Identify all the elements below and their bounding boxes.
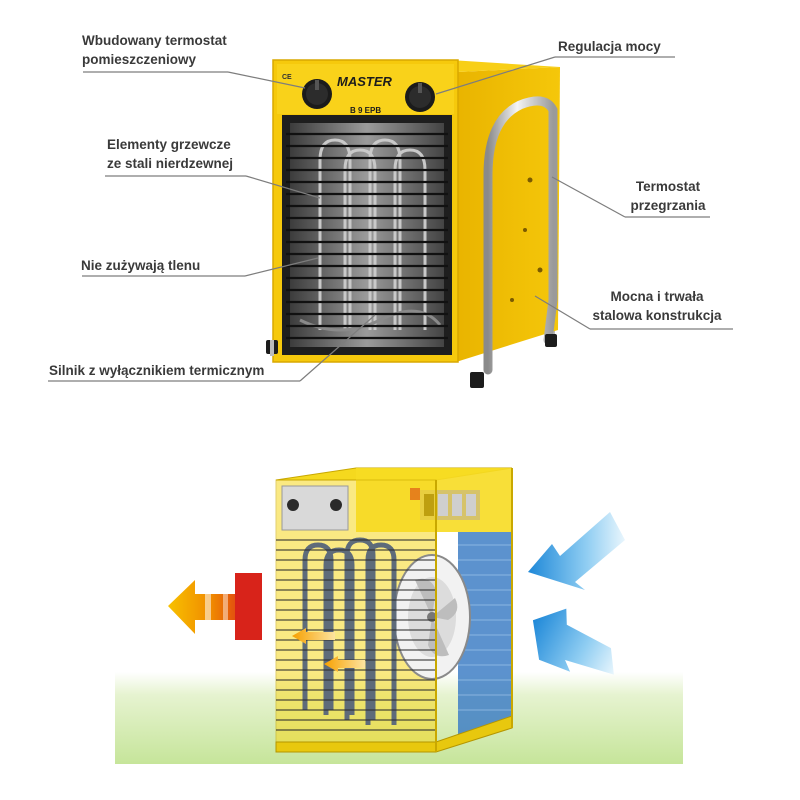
cold-air-arrow-icon [528, 512, 625, 590]
heater-product-illustration [48, 56, 733, 388]
label-power-regulation: Regulacja mocy [558, 39, 661, 54]
thermostat-knob-icon [302, 79, 332, 109]
hot-air-arrow-icon [168, 573, 262, 640]
inner-hot-arrow-icon [292, 628, 335, 644]
ce-mark: CE [282, 74, 292, 81]
air-intake-filter [458, 532, 512, 740]
callout-lines [48, 56, 733, 382]
power-knob-icon [405, 82, 435, 112]
cold-air-arrow-icon [532, 608, 614, 675]
inner-hot-arrow-icon [324, 656, 365, 672]
label-overheat-thermostat: Termostat przegrzania [630, 179, 706, 213]
model-label: B 9 EPB [350, 106, 382, 115]
label-room-thermostat: Wbudowany termostat pomieszczeniowy [82, 33, 227, 67]
foot [545, 334, 557, 347]
brand-logo-text: MASTER [337, 74, 392, 89]
cutaway-grille [276, 539, 436, 731]
label-heating-elements: Elementy grzewcze ze stali nierdzewnej [107, 137, 234, 171]
label-no-oxygen: Nie zużywają tlenu [81, 258, 201, 273]
label-motor: Silnik z wyłącznikiem termicznym [49, 363, 265, 378]
label-steel-construction: Mocna i trwała stalowa konstrukcja [592, 289, 722, 323]
foot [470, 372, 484, 388]
fan-icon [393, 554, 471, 680]
carry-handle [483, 96, 558, 375]
side-panel [456, 67, 560, 362]
grille-bars [286, 132, 448, 340]
